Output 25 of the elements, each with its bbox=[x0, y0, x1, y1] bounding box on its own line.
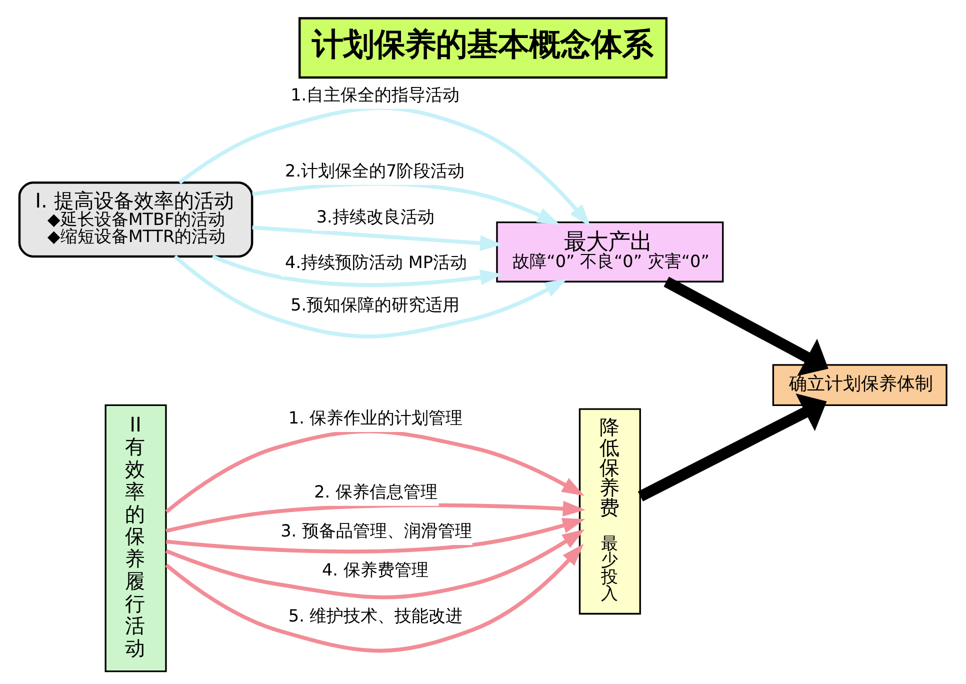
edge-label: 4.持续预防活动 MP活动 bbox=[285, 252, 467, 272]
arrow bbox=[212, 254, 503, 287]
node-box: I. 提高设备效率的活动 ◆延长设备MTBF的活动 ◆缩短设备MTTR的活动 bbox=[18, 182, 254, 258]
arrow bbox=[178, 106, 590, 226]
node-box: 确立计划保养体制 bbox=[772, 364, 948, 406]
arrow bbox=[165, 544, 584, 653]
node-box: 降低保养费 最少投入 bbox=[578, 408, 641, 615]
edge-label: 2. 保养信息管理 bbox=[314, 481, 438, 502]
node-box: 最大产出 故障“0” 不良“0” 灾害“0” bbox=[496, 222, 724, 282]
arrow bbox=[166, 500, 586, 533]
arrow bbox=[174, 255, 568, 338]
edge-label: 5. 维护技术、技能改进 bbox=[288, 606, 463, 626]
edge-label: 3. 预备品管理、润滑管理 bbox=[280, 520, 472, 541]
edge-label: 2.计划保全的7阶段活动 bbox=[285, 160, 465, 180]
arrow bbox=[165, 529, 585, 600]
arrow bbox=[252, 226, 502, 251]
arrow bbox=[638, 394, 827, 502]
edge-label: 1. 保养作业的计划管理 bbox=[288, 408, 463, 428]
arrow bbox=[664, 276, 828, 376]
edge-label: 4. 保养费管理 bbox=[322, 560, 428, 580]
edge-label: 5.预知保障的研究适用 bbox=[290, 294, 460, 315]
edge-label: 1.自主保全的指导活动 bbox=[290, 84, 460, 104]
diagram-title: 计划保养的基本概念体系 bbox=[312, 27, 653, 64]
edge-label: 3.持续改良活动 bbox=[316, 206, 434, 226]
node-box: II有效率的保养履行活动 bbox=[104, 404, 167, 672]
